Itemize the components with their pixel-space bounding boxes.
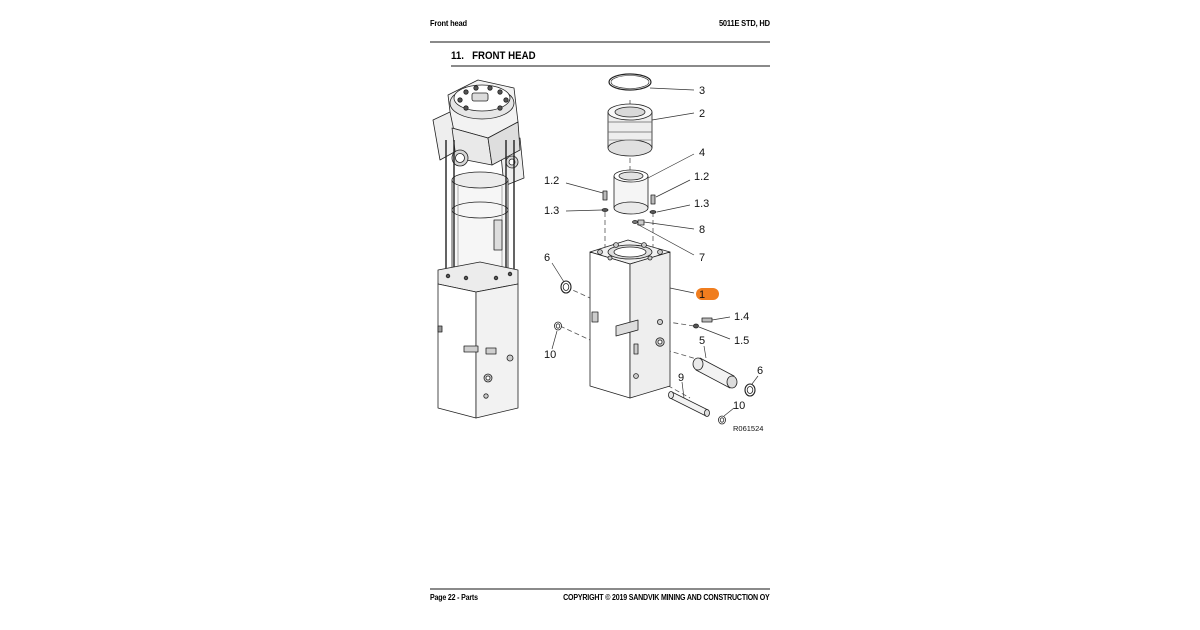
highlighted-part-marker xyxy=(696,288,719,300)
callout-1-5: 1.5 xyxy=(734,335,749,347)
callout-9: 9 xyxy=(678,372,684,384)
section-divider xyxy=(451,65,770,67)
callout-1: 1 xyxy=(699,289,705,301)
footer-page-label: Page 22 - Parts xyxy=(430,593,478,602)
callout-6-right: 6 xyxy=(757,365,763,377)
front-head-exploded-drawing: 3 2 4 1.2 1.3 1.2 1.3 8 7 6 1 1.4 1.5 5 … xyxy=(432,73,763,433)
footer-copyright: COPYRIGHT © 2019 SANDVIK MINING AND CONS… xyxy=(563,593,771,602)
header-divider xyxy=(430,41,770,43)
header-model-title: 5011E STD, HD xyxy=(719,18,770,28)
footer-divider xyxy=(430,588,770,590)
assembled-breaker-illustration xyxy=(432,79,525,419)
section-title: FRONT HEAD xyxy=(472,50,536,62)
callout-1-2-left: 1.2 xyxy=(544,175,559,187)
header-chapter-title: Front head xyxy=(430,18,467,28)
callout-5: 5 xyxy=(699,335,705,347)
callout-2: 2 xyxy=(699,108,705,120)
section-heading: 11. FRONT HEAD xyxy=(451,50,536,62)
callout-1-4: 1.4 xyxy=(734,311,749,323)
callout-10-right: 10 xyxy=(733,400,745,412)
callout-7: 7 xyxy=(699,252,705,264)
drawing-reference-code: R061524 xyxy=(733,424,763,433)
leader-lines xyxy=(551,87,759,417)
section-number: 11. xyxy=(451,50,464,62)
callout-1-2-right: 1.2 xyxy=(694,171,709,183)
callout-labels: 3 2 4 1.2 1.3 1.2 1.3 8 7 6 1 1.4 1.5 5 … xyxy=(544,85,763,433)
exploded-parts-illustration xyxy=(554,73,756,425)
callout-8: 8 xyxy=(699,224,705,236)
callout-6-left: 6 xyxy=(544,252,550,264)
callout-3: 3 xyxy=(699,85,705,97)
callout-4: 4 xyxy=(699,147,705,159)
document-page: Front head 5011E STD, HD 11. FRONT HEAD P… xyxy=(430,0,770,630)
callout-1-3-left: 1.3 xyxy=(544,205,559,217)
callout-1-3-right: 1.3 xyxy=(694,198,709,210)
callout-10-left: 10 xyxy=(544,349,556,361)
